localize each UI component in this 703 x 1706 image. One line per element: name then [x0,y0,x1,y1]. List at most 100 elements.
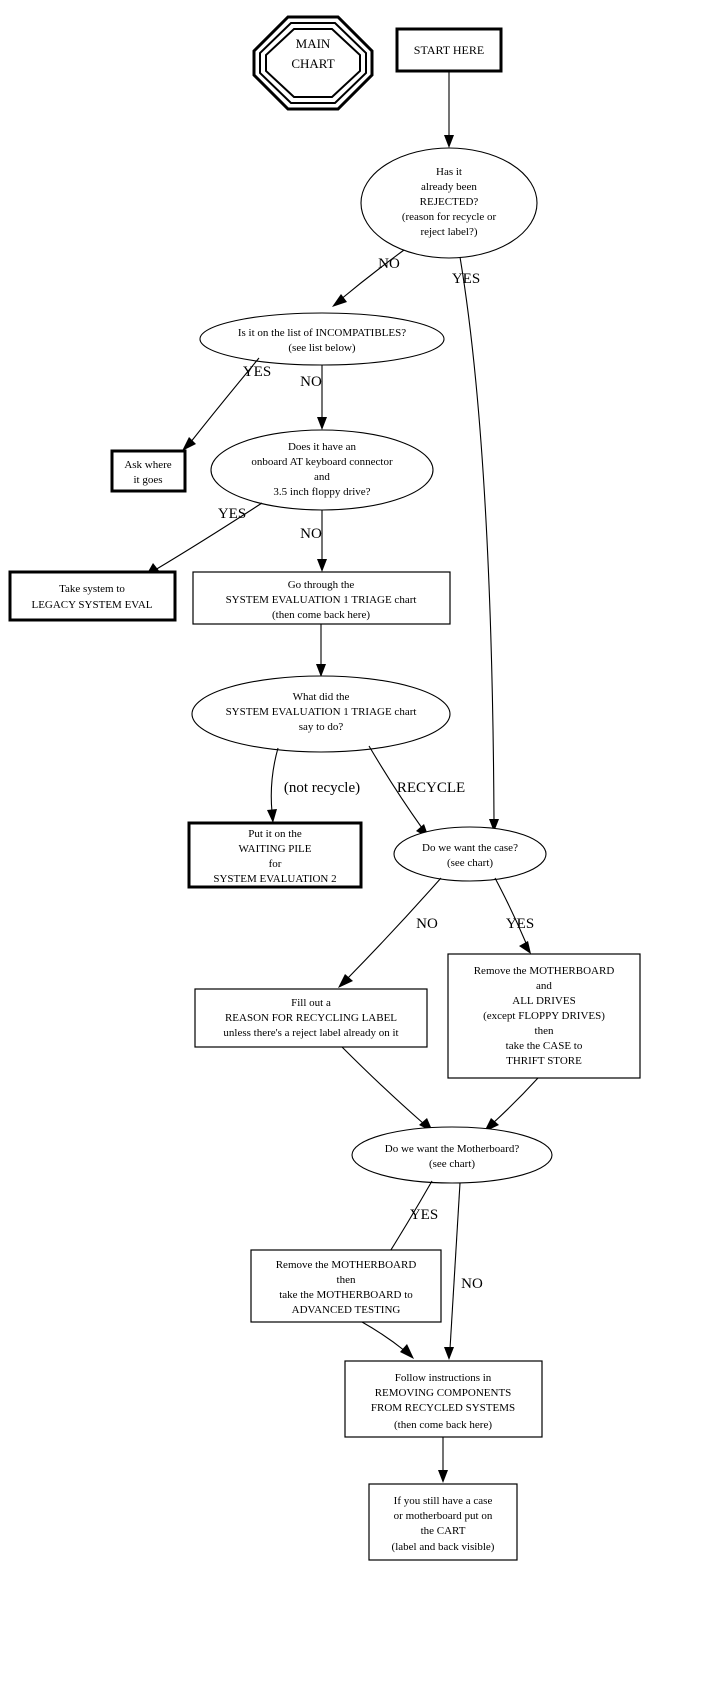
node-waiting-pile[interactable]: Put it on the WAITING PILE for SYSTEM EV… [187,821,363,889]
edge-incompat-no: NO [300,365,327,430]
node-remove-mb-case[interactable]: Remove the MOTHERBOARD and ALL DRIVES (e… [447,953,641,1079]
waiting-pile-box [187,821,363,889]
edge-label-rejected-no: NO [378,256,400,272]
edge-label-whatsaid-notrecycle: (not recycle) [284,780,360,796]
follow-line2: REMOVING COMPONENTS [375,1387,512,1399]
waiting-pile-line2: WAITING PILE [238,843,311,855]
edge-wantmb-no: NO [444,1182,483,1360]
edge-rejected-yes: YES [452,256,499,832]
fill-label-line3: unless there's a reject label already on… [223,1027,398,1039]
remove-mb-case-line1: Remove the MOTHERBOARD [474,965,615,977]
node-go-triage[interactable]: Go through the SYSTEM EVALUATION 1 TRIAG… [192,571,451,625]
cart-line2: or motherboard put on [394,1510,493,1522]
remove-motherboard-line3: take the MOTHERBOARD to [279,1289,413,1301]
incompatibles-line2: (see list below) [288,342,356,354]
edge-label-atkbd-yes: YES [218,506,246,522]
remove-mb-case-line7: THRIFT STORE [506,1055,582,1067]
edge-label-incompat-no: NO [300,374,322,390]
edge-label-wantcase-yes: YES [506,916,534,932]
rejected-line5: reject label?) [420,226,477,238]
start-here-box [395,27,503,73]
edge-atkbd-no: NO [300,510,327,572]
node-remove-motherboard[interactable]: Remove the MOTHERBOARD then take the MOT… [250,1249,442,1323]
go-triage-line3: (then come back here) [272,609,370,621]
go-triage-box [192,571,451,625]
edge-removemb-to-follow [361,1321,414,1359]
octagon-outer [252,15,374,111]
rejected-line1: Has it [436,166,462,178]
cart-line1: If you still have a case [394,1495,493,1507]
at-keyboard-line1: Does it have an [288,441,357,453]
what-said-ellipse [191,675,451,753]
remove-mb-case-line6: take the CASE to [506,1040,583,1052]
node-fill-label[interactable]: Fill out a REASON FOR RECYCLING LABEL un… [194,988,428,1048]
ask-where-box [110,449,187,493]
main-chart-label-line2: CHART [291,56,334,71]
node-follow-instructions[interactable]: Follow instructions in REMOVING COMPONEN… [344,1360,543,1438]
edge-wantcase-yes: YES [494,877,534,954]
remove-mb-case-box [447,953,641,1079]
node-rejected[interactable]: Has it already been REJECTED? (reason fo… [360,147,538,259]
edge-removembcase-to-wantmb [484,1077,539,1132]
want-motherboard-line2: (see chart) [429,1158,475,1170]
remove-mb-case-line2: and [536,980,552,992]
node-incompatibles[interactable]: Is it on the list of INCOMPATIBLES? (see… [199,312,445,366]
edge-whatsaid-recycle: RECYCLE [368,745,465,838]
node-start-here[interactable]: START HERE [395,27,503,73]
remove-motherboard-line1: Remove the MOTHERBOARD [276,1259,417,1271]
remove-motherboard-box [250,1249,442,1323]
want-motherboard-ellipse [351,1126,553,1184]
waiting-pile-line4: SYSTEM EVALUATION 2 [213,873,336,885]
edge-label-wantmb-no: NO [461,1276,483,1292]
legacy-eval-box [8,570,177,622]
go-triage-line2: SYSTEM EVALUATION 1 TRIAGE chart [226,594,417,606]
rejected-line3: REJECTED? [420,196,479,208]
follow-line1: Follow instructions in [395,1372,492,1384]
remove-motherboard-line4: ADVANCED TESTING [292,1304,401,1316]
edge-whatsaid-notrecycle: (not recycle) [267,747,360,823]
follow-line4: (then come back here) [394,1419,492,1431]
legacy-eval-line1: Take system to [59,583,125,595]
go-triage-line1: Go through the [288,579,355,591]
what-said-line1: What did the [293,691,350,703]
edge-follow-to-cart [438,1437,448,1483]
node-what-said[interactable]: What did the SYSTEM EVALUATION 1 TRIAGE … [191,675,451,753]
follow-instructions-box [344,1360,543,1438]
edge-incompat-yes: YES [182,357,271,451]
edge-label-whatsaid-recycle: RECYCLE [397,780,465,796]
edge-gotriage-to-whatsaid [316,624,326,677]
incompatibles-ellipse [199,312,445,366]
edge-wantcase-no: NO [338,877,442,988]
node-at-keyboard[interactable]: Does it have an onboard AT keyboard conn… [210,429,434,511]
edge-atkbd-yes: YES [145,502,263,577]
edge-label-wantcase-no: NO [416,916,438,932]
octagon-middle [259,22,367,104]
waiting-pile-line1: Put it on the [248,828,302,840]
want-case-line2: (see chart) [447,857,493,869]
node-ask-where[interactable]: Ask where it goes [110,449,187,493]
node-main-chart[interactable]: MAIN CHART [252,15,374,111]
cart-line3: the CART [421,1525,466,1537]
follow-line3: FROM RECYCLED SYSTEMS [371,1402,515,1414]
edge-label-incompat-yes: YES [243,364,271,380]
want-case-line1: Do we want the case? [422,842,518,854]
node-want-motherboard[interactable]: Do we want the Motherboard? (see chart) [351,1126,553,1184]
cart-box [368,1483,518,1561]
node-cart[interactable]: If you still have a case or motherboard … [368,1483,518,1561]
edge-start-to-rejected [444,71,454,148]
waiting-pile-line3: for [269,858,282,870]
node-want-case[interactable]: Do we want the case? (see chart) [393,826,547,882]
want-motherboard-line1: Do we want the Motherboard? [385,1143,520,1155]
main-chart-label-line1: MAIN [296,36,331,51]
remove-motherboard-line2: then [337,1274,356,1286]
rejected-ellipse [360,147,538,259]
cart-line4: (label and back visible) [392,1541,495,1553]
incompatibles-line1: Is it on the list of INCOMPATIBLES? [238,327,406,339]
what-said-line3: say to do? [299,721,344,733]
rejected-line4: (reason for recycle or [402,211,497,223]
at-keyboard-line4: 3.5 inch floppy drive? [273,486,370,498]
node-legacy-eval[interactable]: Take system to LEGACY SYSTEM EVAL [8,570,177,622]
fill-label-line1: Fill out a [291,997,331,1009]
edge-label-atkbd-no: NO [300,526,322,542]
edge-rejected-no: NO [332,249,405,307]
